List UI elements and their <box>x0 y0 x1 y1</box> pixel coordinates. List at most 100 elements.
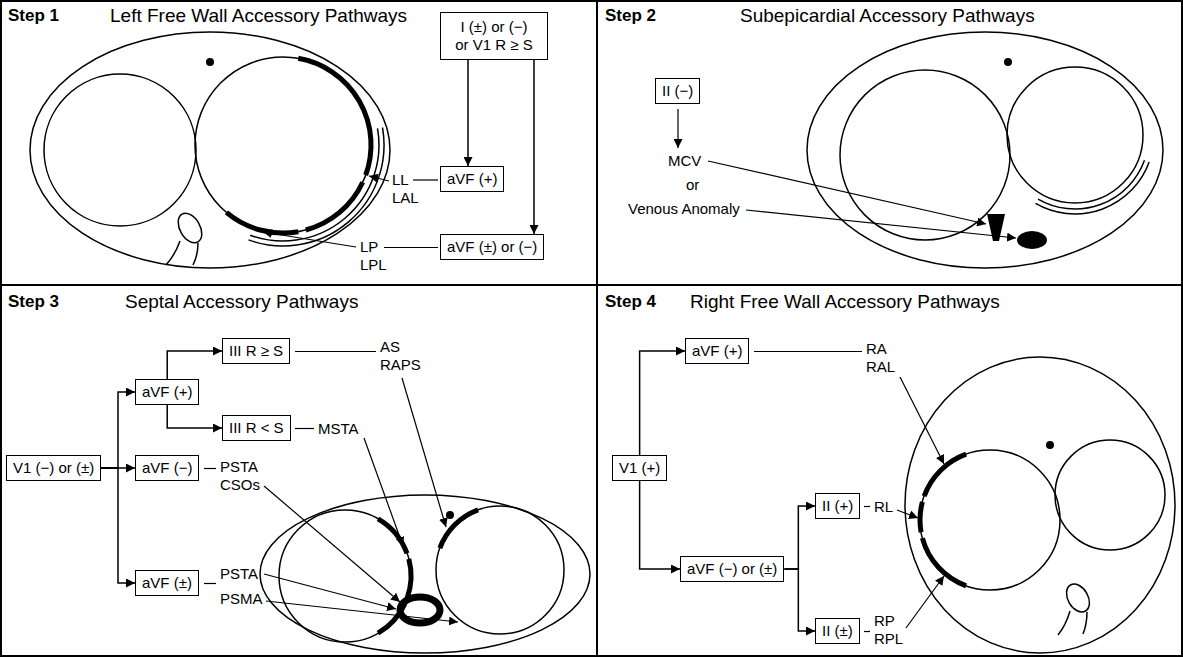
criterion-box: III R ≥ S <box>222 338 290 364</box>
his-bundle-dot <box>1004 58 1012 66</box>
leader-line <box>295 428 314 429</box>
mitral-annulus <box>195 57 371 233</box>
leader-arrow <box>708 161 986 224</box>
criterion-box: V1 (+) <box>612 455 667 481</box>
leader-arrow <box>402 378 446 527</box>
leader-arrow <box>746 210 1016 238</box>
annulus-segment <box>922 538 966 586</box>
pathway-label: LAL <box>392 189 419 207</box>
his-bundle-dot <box>1046 441 1054 449</box>
pathway-label: LPL <box>360 256 387 274</box>
flow-arrow <box>167 405 222 428</box>
criterion-box: II (+) <box>815 493 860 519</box>
tricuspid-annulus <box>44 74 196 226</box>
annulus-segment <box>298 58 371 175</box>
criterion-box: aVF (+) <box>135 379 199 405</box>
leader-line <box>413 179 438 180</box>
leader-arrow <box>263 232 356 247</box>
leader-arrow <box>266 601 458 622</box>
step-number: Step 1 <box>8 6 59 26</box>
coronary-sinus-ostium <box>1062 580 1094 616</box>
step-number: Step 4 <box>605 292 656 312</box>
coronary-sinus-ostium <box>173 209 206 247</box>
leader-arrow <box>900 377 944 464</box>
leader-lines <box>678 109 1016 238</box>
pathway-label: LP <box>360 238 378 256</box>
leader-line <box>295 351 376 352</box>
pathway-label: or <box>686 176 699 194</box>
flow-arrow <box>784 569 815 631</box>
leader-arrow <box>364 438 403 546</box>
flow-arrow <box>640 351 685 455</box>
criterion-box: II (±) <box>815 618 860 644</box>
step-number: Step 2 <box>605 6 656 26</box>
tricuspid-annulus <box>279 510 411 642</box>
criterion-text: aVF (−) <box>142 459 192 477</box>
venous-anomaly <box>1017 231 1047 249</box>
flow-arrow <box>533 60 535 234</box>
criterion-box: III R < S <box>222 415 291 441</box>
panel-heading: Right Free Wall Accessory Pathways <box>690 291 1000 313</box>
pathway-label: PSTA <box>220 458 258 476</box>
leader-line <box>204 468 216 469</box>
annulus-segments <box>920 454 966 586</box>
pathway-label: Venous Anomaly <box>628 200 740 218</box>
criterion-text: V1 (−) or (±) <box>13 459 94 477</box>
pathway-label: PSTA <box>220 565 258 583</box>
criterion-text: V1 (+) <box>619 459 660 477</box>
pathway-label: LL <box>392 171 409 189</box>
heart-section <box>30 32 390 268</box>
mitral-annulus <box>1007 67 1143 203</box>
panel-divider <box>596 1 598 656</box>
heart-section <box>807 32 1163 268</box>
his-bundle-dot <box>446 511 454 519</box>
panel-heading: Subepicardial Accessory Pathways <box>740 5 1035 27</box>
flow-arrow <box>784 506 815 569</box>
his-bundle-dot <box>206 58 214 66</box>
criterion-text: aVF (±) or (−) <box>447 238 537 256</box>
annulus-segments <box>226 58 371 233</box>
leader-lines <box>263 176 438 248</box>
leader-arrow <box>677 109 678 148</box>
pathway-label: RPL <box>874 630 903 648</box>
pathway-label: RA <box>866 340 887 358</box>
criterion-text: III R < S <box>229 419 284 437</box>
criterion-text: aVF (−) or (±) <box>687 560 777 578</box>
panel-heading: Left Free Wall Accessory Pathways <box>110 5 407 27</box>
criterion-text: II (−) <box>662 82 693 100</box>
step-number: Step 3 <box>8 292 59 312</box>
heart-section <box>260 495 590 653</box>
flow-arrow <box>167 351 222 379</box>
pathway-label: MSTA <box>318 420 359 438</box>
heart-section <box>905 357 1175 653</box>
criterion-box: aVF (+) <box>685 338 749 364</box>
heart-outline <box>30 32 390 268</box>
leader-lines <box>754 352 944 632</box>
annulus-segment <box>924 454 966 496</box>
tricuspid-annulus <box>920 450 1060 590</box>
criterion-text: II (±) <box>822 622 853 640</box>
mitral-annulus <box>1055 440 1165 550</box>
criterion-text: II (+) <box>822 497 853 515</box>
flow-arrow <box>101 468 135 583</box>
criterion-text: aVF (±) <box>142 574 192 592</box>
pathway-label: RL <box>874 498 893 516</box>
heart-outline <box>807 32 1163 268</box>
leader-line <box>204 583 216 584</box>
leader-arrow <box>906 576 944 628</box>
criterion-text: aVF (+) <box>692 342 742 360</box>
criterion-box: aVF (−) or (±) <box>680 556 784 582</box>
pathway-label: RAL <box>866 358 895 376</box>
vein <box>166 241 198 265</box>
coronary-sinus-wall <box>1038 160 1145 209</box>
leader-arrow <box>369 176 389 181</box>
leader-arrow <box>264 486 400 602</box>
leader-line <box>864 631 870 632</box>
leader-lines <box>204 352 458 623</box>
criterion-box: aVF (±) <box>135 570 199 596</box>
pathway-label: RP <box>874 612 895 630</box>
flow-arrow <box>640 481 680 569</box>
